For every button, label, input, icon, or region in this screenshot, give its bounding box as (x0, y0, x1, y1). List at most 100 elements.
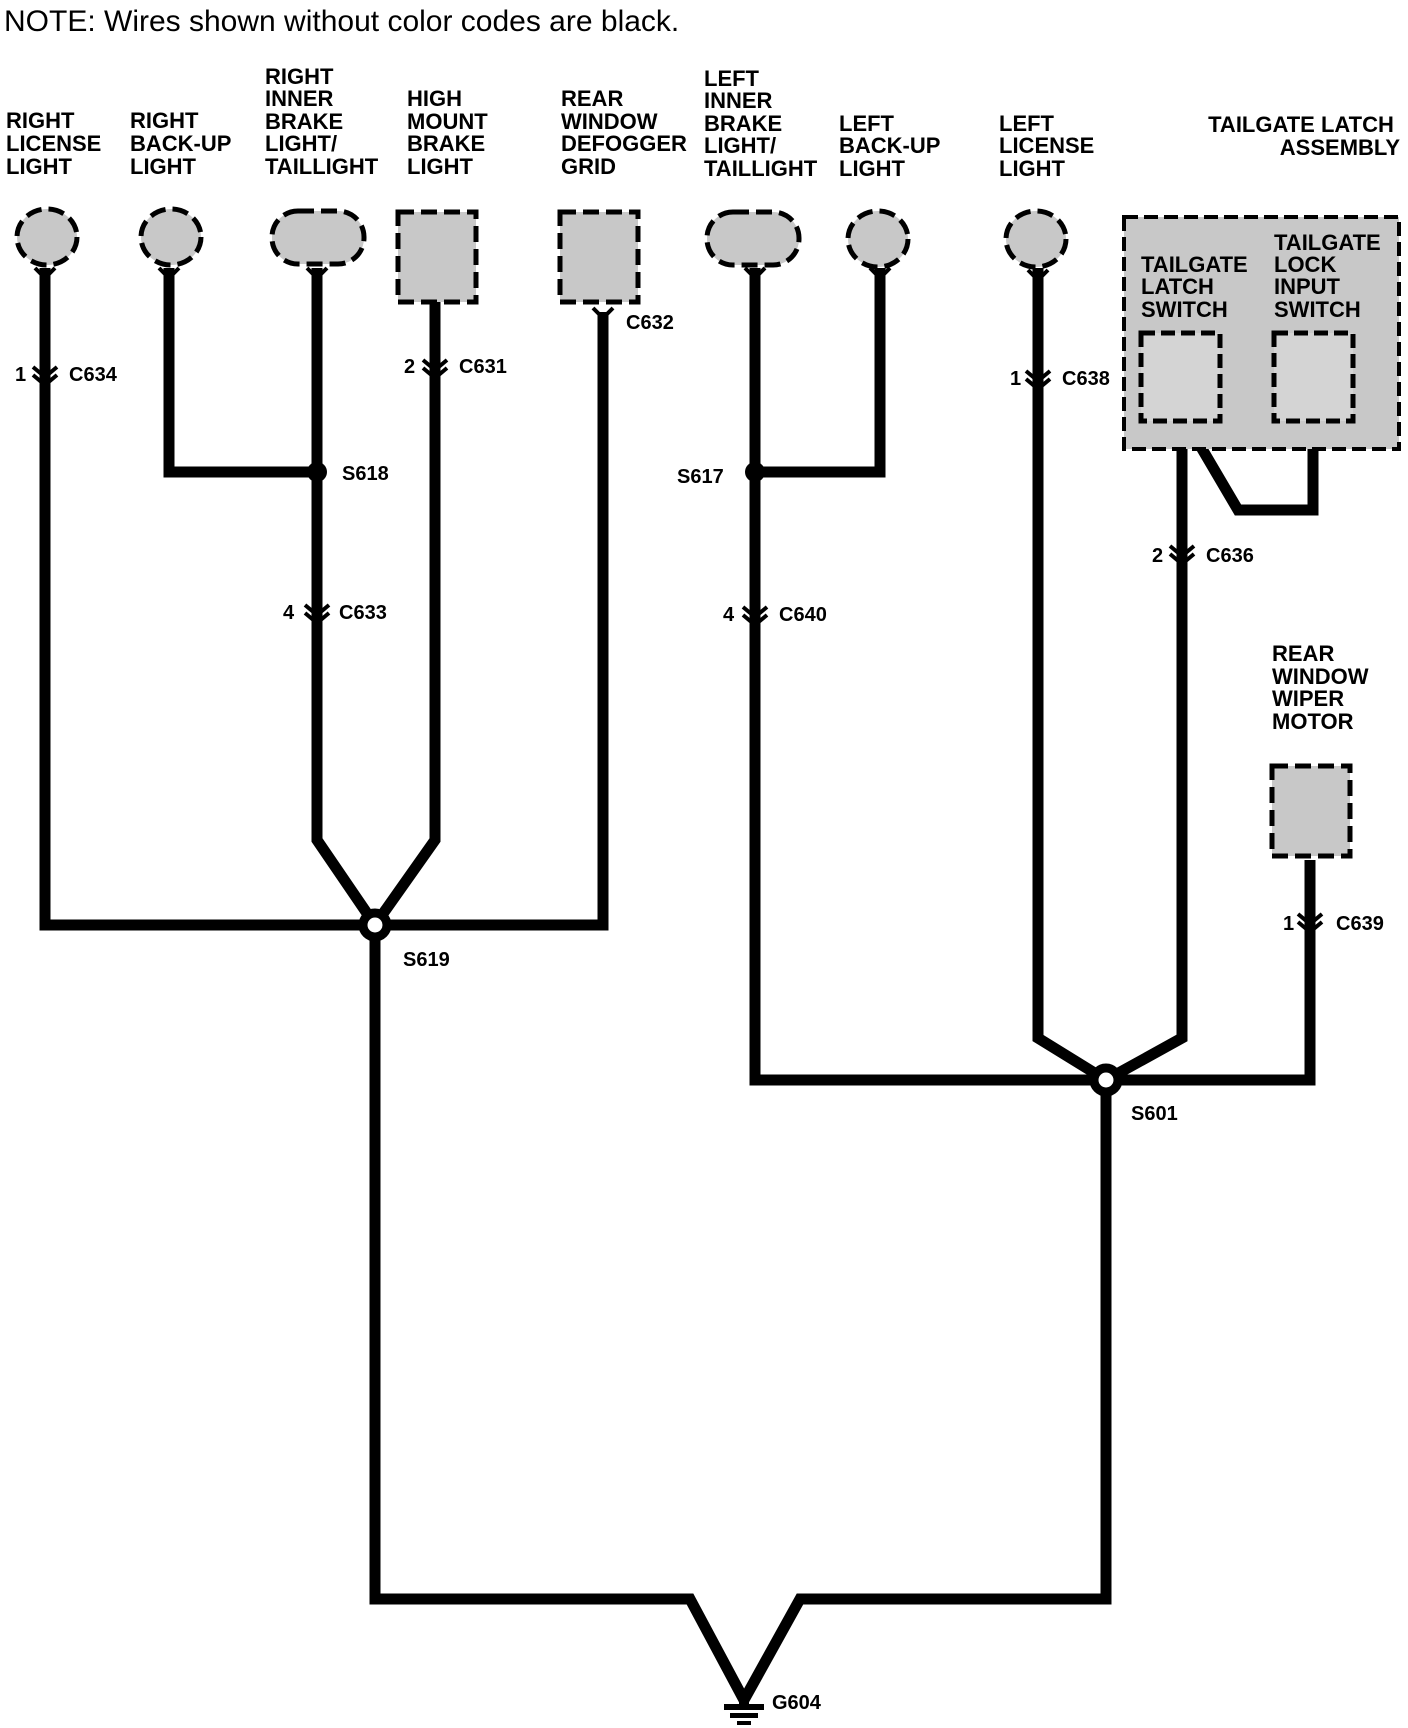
connector-c636-name: C636 (1206, 545, 1254, 567)
connector-c631: 2 C631 (404, 356, 507, 381)
terminal-mark (157, 266, 181, 281)
connector-c640-pin: 4 (723, 604, 735, 626)
terminal-mark (1026, 268, 1050, 283)
tailgate-latch-switch-box (1138, 330, 1223, 424)
connector-c631-name: C631 (459, 356, 507, 378)
connector-c636-pin: 2 (1152, 545, 1163, 567)
connector-c638-icon (1024, 369, 1052, 392)
wire-right-backup-light (163, 268, 317, 478)
right-backup-light-label: RIGHT BACK-UP LIGHT (130, 108, 237, 179)
splice-s619-label: S619 (403, 949, 450, 971)
wire-tailgate-latch-switch (1103, 420, 1188, 1085)
splice-s618-label: S618 (342, 463, 389, 485)
splice-s601-label: S601 (1131, 1103, 1178, 1125)
left-inner-brake-light (704, 209, 802, 268)
connector-c638: 1 C638 (1010, 368, 1110, 392)
rear-window-defogger-grid-label: REAR WINDOW DEFOGGER GRID (561, 86, 693, 179)
right-backup-light-symbol (138, 206, 204, 268)
terminal-marks (33, 266, 1050, 321)
connector-c633-pin: 4 (283, 602, 295, 624)
left-backup-light-symbol (845, 208, 911, 270)
connector-c640-icon (741, 605, 769, 628)
right-inner-brake-light (269, 208, 367, 267)
splice-s617-dot (745, 462, 765, 482)
terminal-mark (591, 306, 615, 321)
terminal-mark (868, 266, 892, 281)
ground-g604: G604 (724, 1690, 822, 1725)
splice-s617: S617 (677, 462, 765, 488)
wire-rear-window-defogger-grid (375, 312, 609, 931)
right-backup-light (138, 206, 204, 268)
right-license-light-label: RIGHT LICENSE LIGHT (6, 108, 107, 179)
tailgate-latch-assembly: TAILGATE LATCH SWITCH TAILGATE LOCK INPU… (1122, 215, 1401, 451)
high-mount-brake-light (395, 209, 479, 305)
connector-c633: 4 C633 (283, 602, 387, 626)
rear-window-defogger-grid (557, 209, 641, 305)
left-backup-light-label: LEFT BACK-UP LIGHT (839, 111, 946, 181)
splice-s618: S618 (307, 462, 389, 485)
connector-c633-name: C633 (339, 602, 387, 624)
connector-c634: 1 C634 (15, 364, 118, 388)
tailgate-lock-input-switch-box (1271, 330, 1356, 424)
left-backup-light (845, 208, 911, 270)
connector-c636: 2 C636 (1152, 544, 1254, 567)
right-license-light (14, 206, 80, 268)
left-license-light-label: LEFT LICENSE LIGHT (999, 111, 1100, 181)
connector-c638-name: C638 (1062, 368, 1110, 390)
connector-c632-name: C632 (626, 312, 674, 334)
connector-c638-pin: 1 (1010, 368, 1021, 390)
rear-window-wiper-motor-label: REAR WINDOW WIPER MOTOR (1272, 641, 1375, 734)
splice-s601-dot (1089, 1063, 1123, 1097)
connector-c639-name: C639 (1336, 913, 1384, 935)
wire-s619-to-g604 (369, 925, 749, 1703)
connector-c639: 1 C639 (1283, 912, 1384, 935)
tailgate-latch-switch-label: TAILGATE LATCH SWITCH (1141, 252, 1254, 322)
splice-s619: S619 (358, 908, 450, 971)
connector-c640-name: C640 (779, 604, 827, 626)
connector-c639-pin: 1 (1283, 913, 1294, 935)
wire-left-license-light (1032, 268, 1109, 1085)
left-inner-brake-light-symbol (704, 209, 802, 268)
ground-icon (724, 1704, 764, 1725)
splice-s618-dot (307, 462, 327, 482)
splice-s601: S601 (1089, 1063, 1178, 1125)
terminal-mark (33, 266, 57, 281)
connector-c631-pin: 2 (404, 356, 415, 378)
connector-c640: 4 C640 (723, 604, 827, 628)
left-inner-brake-light-label: LEFT INNER BRAKE LIGHT/ TAILLIGHT (704, 66, 818, 181)
wire-s601-to-g604 (739, 1080, 1112, 1703)
left-license-light (1003, 208, 1069, 270)
wire-right-license-light (39, 268, 375, 931)
connector-c634-pin: 1 (15, 364, 26, 386)
tailgate-latch-assembly-label: TAILGATE LATCH ASSEMBLY (1208, 112, 1400, 160)
rear-window-wiper-motor-symbol (1269, 763, 1353, 859)
ground-g604-label: G604 (772, 1692, 822, 1714)
tailgate-lock-input-switch-label: TAILGATE LOCK INPUT SWITCH (1274, 230, 1387, 322)
connector-c633-icon (303, 603, 331, 626)
splice-s617-label: S617 (677, 466, 724, 488)
connector-c639-icon (1296, 912, 1324, 935)
right-license-light-symbol (14, 206, 80, 268)
right-inner-brake-light-label: RIGHT INNER BRAKE LIGHT/ TAILLIGHT (265, 64, 379, 179)
connector-c634-name: C634 (69, 364, 118, 386)
splice-s619-dot (358, 908, 392, 942)
wire-tailgate-lock-input-switch (1183, 420, 1319, 516)
wire-right-inner-brake-light (311, 268, 380, 929)
connector-c632: C632 (626, 312, 674, 334)
connector-c636-icon (1168, 544, 1196, 567)
note-text: NOTE: Wires shown without color codes ar… (4, 5, 679, 38)
wire-left-inner-brake-light (749, 268, 1106, 1086)
wire-rear-window-wiper-motor (1106, 860, 1316, 1086)
rear-window-defogger-grid-symbol (557, 209, 641, 305)
connector-c634-icon (31, 365, 59, 388)
wire-high-mount-brake-light (370, 300, 441, 929)
terminal-mark (743, 266, 767, 281)
left-license-light-symbol (1003, 208, 1069, 270)
wire-left-backup-light (755, 268, 886, 478)
rear-window-wiper-motor (1269, 763, 1353, 859)
terminal-mark (305, 266, 329, 281)
high-mount-brake-light-symbol (395, 209, 479, 305)
high-mount-brake-light-label: HIGH MOUNT BRAKE LIGHT (407, 86, 494, 179)
connector-c631-icon (421, 358, 449, 381)
